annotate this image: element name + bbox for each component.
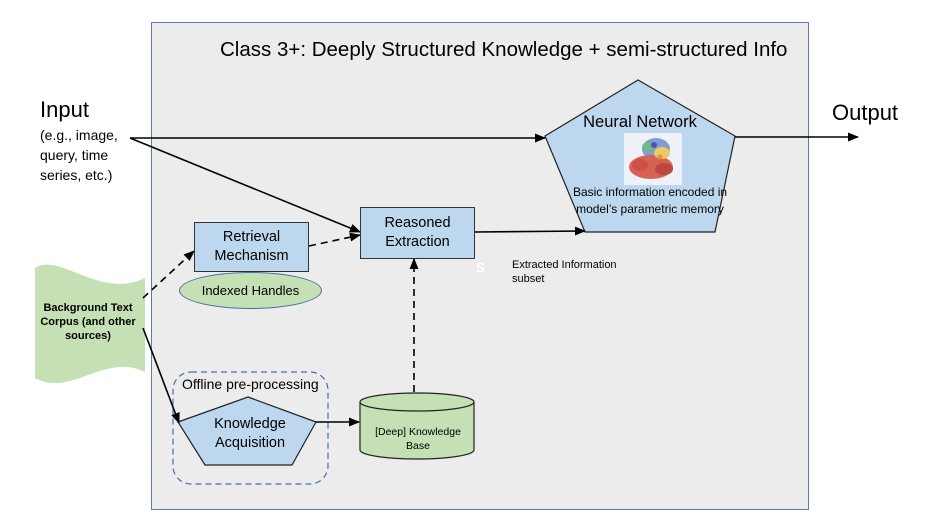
knowledge-base-shape xyxy=(359,392,475,460)
network-embedding-thumbnail xyxy=(624,133,682,185)
reasoned-extraction-node: Reasoned Extraction xyxy=(360,207,475,259)
edge-reasoned-extraction-to-neural-network xyxy=(474,226,587,236)
knowledge-base-label: [Deep] Knowledge Base xyxy=(375,426,461,452)
background-corpus-shape xyxy=(35,264,145,384)
indexed-handles-label: Indexed Handles xyxy=(201,283,300,298)
stray-character: S xyxy=(476,260,485,275)
edge-input-to-reasoned-extraction xyxy=(129,137,362,233)
reasoned-extraction-label: Reasoned Extraction xyxy=(384,215,451,250)
diagram-title: Class 3+: Deeply Structured Knowledge + … xyxy=(220,38,788,61)
offline-group-label: Offline pre-processing xyxy=(182,376,319,392)
knowledge-acquisition-label: Knowledge Acquisition xyxy=(214,416,286,451)
output-label: Output xyxy=(832,100,899,125)
input-label: Input xyxy=(40,97,89,122)
retrieval-mechanism-node: Retrieval Mechanism xyxy=(194,222,309,272)
edge-corpus-to-knowledge-acquisition xyxy=(142,327,180,425)
knowledge-acquisition-shape xyxy=(177,396,317,466)
background-corpus-label: Background Text Corpus (and other source… xyxy=(40,302,136,342)
neural-network-title: Neural Network xyxy=(583,113,697,131)
edges xyxy=(129,132,860,427)
edge-retrieval-to-reasoned-extraction xyxy=(308,232,362,247)
offline-group-border xyxy=(172,371,329,485)
input-description: (e.g., image, query, time series, etc.) xyxy=(40,127,118,183)
retrieval-mechanism-label: Retrieval Mechanism xyxy=(214,229,289,264)
neural-network-description: Basic information encoded in model’s par… xyxy=(572,185,728,216)
extracted-info-annotation: Extracted Information subset xyxy=(512,259,617,285)
indexed-handles-node: Indexed Handles xyxy=(179,272,322,309)
